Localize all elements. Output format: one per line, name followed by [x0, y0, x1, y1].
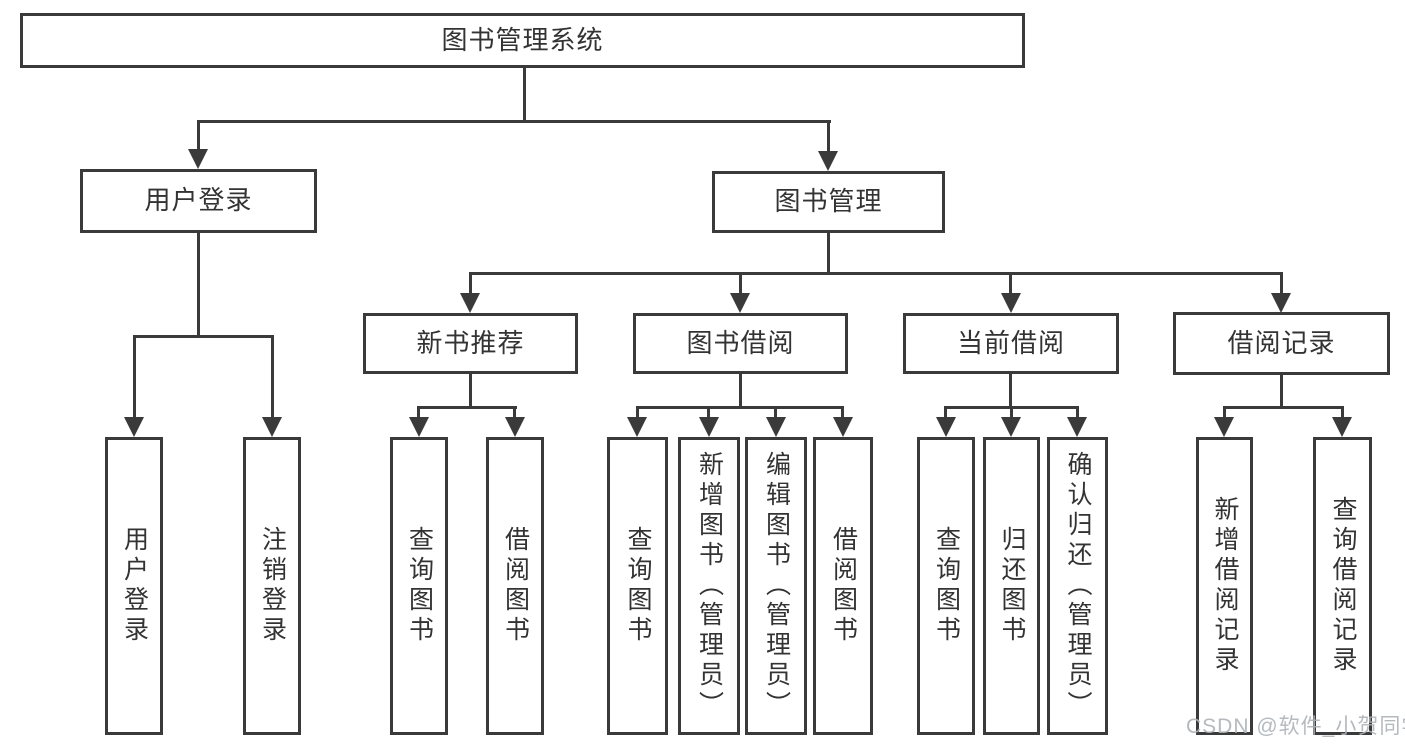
connector-line [841, 406, 844, 420]
connector-line [133, 335, 274, 338]
node-label: 归还图书 [998, 526, 1026, 646]
arrow-down-icon [460, 293, 480, 313]
connector-line [774, 406, 777, 420]
connector-line [1280, 272, 1283, 296]
node-leaf-user-login: 用户登录 [105, 437, 163, 735]
arrow-down-icon [766, 417, 786, 437]
connector-line [469, 272, 472, 296]
node-label: 图书管理 [774, 186, 883, 217]
node-label: 查询借阅记录 [1329, 496, 1357, 676]
node-leaf-return-books: 归还图书 [983, 437, 1040, 735]
arrow-down-icon [188, 149, 208, 169]
node-label: 新增图书（管理员） [695, 451, 724, 721]
connector-line [133, 335, 136, 420]
connector-line [1076, 406, 1079, 420]
connector-line [417, 406, 420, 420]
node-label: 借阅记录 [1227, 327, 1336, 358]
arrow-down-icon [730, 293, 750, 313]
arrow-down-icon [1332, 417, 1352, 437]
node-label: 新增借阅记录 [1211, 496, 1239, 676]
connector-line [469, 374, 472, 409]
connector-line [523, 68, 526, 123]
node-book-management: 图书管理 [712, 171, 945, 233]
arrow-down-icon [936, 417, 956, 437]
node-leaf-edit-book-admin: 编辑图书（管理员） [745, 437, 807, 735]
node-label: 图书管理系统 [441, 24, 604, 55]
node-leaf-logout: 注销登录 [243, 437, 301, 735]
node-leaf-borrow-books-recommend: 借阅图书 [486, 437, 544, 735]
connector-line [1009, 272, 1012, 296]
node-leaf-query-books-borrowing: 查询图书 [607, 437, 668, 735]
connector-line [636, 406, 639, 420]
node-user-login: 用户登录 [80, 169, 317, 233]
connector-line [1010, 406, 1013, 420]
node-label: 查询图书 [624, 526, 652, 646]
arrow-down-icon [818, 151, 838, 171]
arrow-down-icon [1067, 417, 1087, 437]
connector-line [1223, 406, 1344, 409]
connector-line [197, 120, 200, 152]
arrow-down-icon [409, 417, 429, 437]
node-label: 查询图书 [405, 526, 434, 646]
connector-line [271, 335, 274, 420]
connector-line [417, 406, 517, 409]
node-label: 新书推荐 [416, 327, 525, 358]
arrow-down-icon [699, 417, 719, 437]
node-label: 注销登录 [258, 526, 287, 646]
connector-line [827, 233, 830, 275]
node-leaf-query-books-recommend: 查询图书 [390, 437, 448, 735]
node-label: 图书借阅 [686, 327, 795, 358]
node-label: 用户登录 [120, 526, 149, 646]
node-label: 确认归还（管理员） [1064, 451, 1092, 721]
node-leaf-confirm-return-admin: 确认归还（管理员） [1047, 437, 1108, 735]
connector-line [469, 272, 1283, 275]
arrow-down-icon [1271, 293, 1291, 313]
connector-line [636, 406, 844, 409]
node-leaf-query-books-current: 查询图书 [917, 437, 975, 735]
csdn-watermark: CSDN @软件_小贺同学 [1186, 715, 1405, 738]
node-current-borrowing: 当前借阅 [903, 313, 1119, 374]
node-label: 用户登录 [144, 185, 253, 216]
connector-line [1223, 406, 1226, 420]
node-library-system: 图书管理系统 [20, 13, 1025, 68]
node-label: 编辑图书（管理员） [762, 451, 791, 721]
node-label: 借阅图书 [829, 526, 858, 646]
connector-line [1341, 406, 1344, 420]
arrow-down-icon [505, 417, 525, 437]
connector-line [1280, 374, 1283, 409]
arrow-down-icon [833, 417, 853, 437]
connector-line [707, 406, 710, 420]
connector-line [739, 272, 742, 296]
node-leaf-query-borrow-record: 查询借阅记录 [1313, 437, 1372, 735]
node-book-borrowing: 图书借阅 [633, 313, 848, 374]
connector-line [513, 406, 516, 420]
node-label: 当前借阅 [956, 327, 1065, 358]
connector-line [197, 120, 831, 123]
arrow-down-icon [124, 417, 144, 437]
node-label: 借阅图书 [501, 526, 530, 646]
node-leaf-add-book-admin: 新增图书（管理员） [678, 437, 740, 735]
arrow-down-icon [1001, 417, 1021, 437]
node-borrow-records: 借阅记录 [1173, 312, 1390, 375]
node-label: 查询图书 [932, 526, 961, 646]
connector-line [944, 406, 947, 420]
arrow-down-icon [1214, 417, 1234, 437]
arrow-down-icon [1001, 293, 1021, 313]
connector-line [827, 120, 830, 154]
arrow-down-icon [627, 417, 647, 437]
connector-line [739, 374, 742, 409]
node-new-book-recommend: 新书推荐 [363, 313, 578, 374]
connector-line [197, 233, 200, 338]
arrow-down-icon [262, 417, 282, 437]
connector-line [1009, 374, 1012, 409]
node-leaf-borrow-books: 借阅图书 [813, 437, 873, 735]
node-leaf-add-borrow-record: 新增借阅记录 [1196, 437, 1253, 735]
